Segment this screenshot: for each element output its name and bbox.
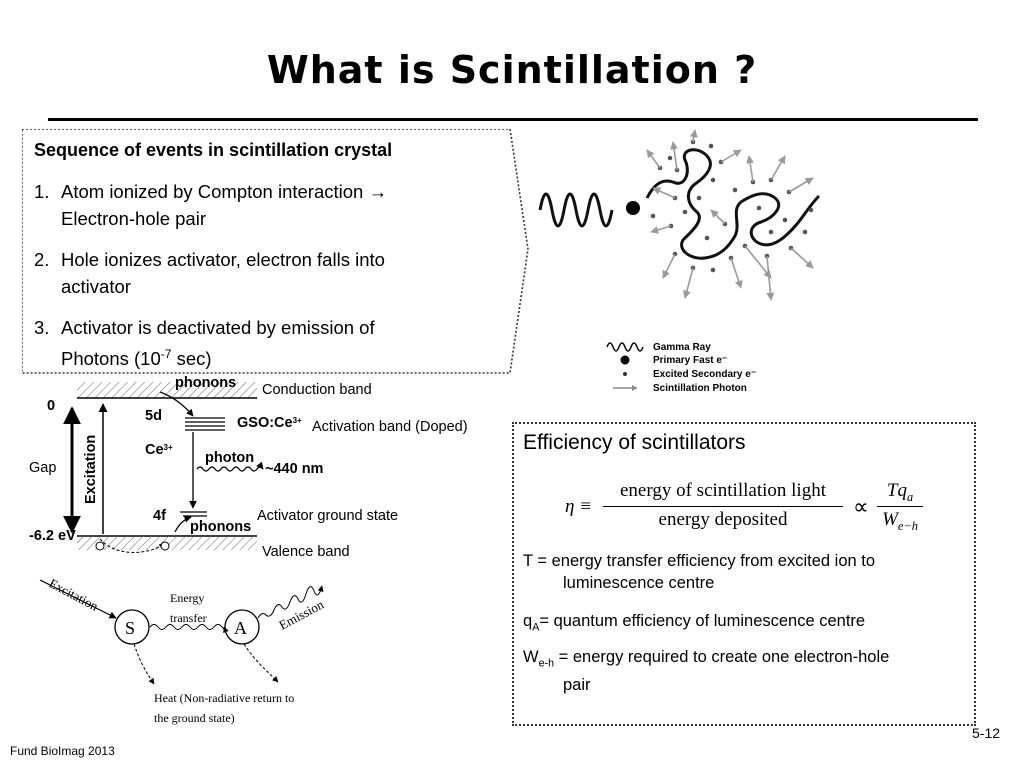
rhs-fraction-bar	[877, 506, 923, 507]
energy-label: Energy	[170, 591, 204, 605]
gamma-ray-icon	[606, 342, 644, 352]
item-line: activator	[61, 276, 131, 297]
item-number: 1.	[34, 181, 50, 202]
energy-transfer-arrow	[149, 624, 229, 634]
primary-electron	[626, 201, 640, 215]
emission-arrow	[257, 585, 324, 619]
page-number: 5-12	[972, 725, 1001, 741]
title-rule	[48, 118, 978, 121]
secondary-electron-icon	[623, 372, 627, 376]
item-line: Hole ionizes activator, electron falls i…	[61, 249, 385, 270]
valence-band-label: Valence band	[262, 544, 350, 560]
gap-label: Gap	[29, 460, 56, 476]
conduction-band-region	[77, 382, 257, 398]
energy-transfer-diagram: Excitation Energy transfer S A Emission …	[39, 575, 327, 725]
energy-level-diagram: phonons 0 5d GSO:Ce3+ Ce3+ photon ~440 n…	[29, 375, 468, 560]
5d-label: 5d	[145, 408, 162, 424]
scintillation-illustration	[538, 129, 821, 301]
gamma-ray-wave	[538, 192, 614, 228]
formula-denominator: energy deposited	[658, 509, 788, 530]
primary-electron-icon	[620, 355, 630, 365]
legend-gamma-ray: Gamma Ray	[653, 342, 711, 353]
heat-label-line2: the ground state)	[154, 711, 235, 725]
sequence-item-3: 3. Activator is deactivated by emission …	[34, 314, 504, 372]
gso-label: GSO:Ce3+	[237, 415, 302, 431]
item-number: 2.	[34, 249, 50, 270]
4f-levels	[180, 511, 207, 517]
legend-secondary-electron: Excited Secondary e⁻	[653, 369, 756, 380]
efficiency-def-w: We-h = energy required to create one ele…	[523, 648, 890, 695]
activation-band-label: Activation band (Doped)	[312, 419, 468, 435]
phonon-arrow-bottom	[174, 515, 192, 533]
activator-label: A	[234, 618, 247, 638]
sequence-item-1: 1. Atom ionized by Compton interaction →…	[34, 178, 504, 232]
ce-label: Ce3+	[145, 442, 173, 458]
item-number: 3.	[34, 317, 50, 338]
4f-label: 4f	[153, 508, 166, 524]
phonon-arrow-top	[159, 391, 194, 417]
activator-ground-label: Activator ground state	[257, 508, 398, 524]
wavelength-label: ~440 nm	[265, 461, 323, 477]
efficiency-def-t: T = energy transfer efficiency from exci…	[523, 552, 876, 592]
electron-track	[645, 148, 821, 260]
item-line: Activator is deactivated by emission of	[61, 317, 375, 338]
phonons-bottom-label: phonons	[190, 519, 251, 535]
rhs-numerator: Tqa	[886, 480, 914, 504]
page-title: What is Scintillation ?	[266, 48, 758, 92]
footer-text: Fund BioImag 2013	[10, 744, 115, 758]
sensitizer-label: S	[125, 618, 135, 638]
efficiency-box	[512, 422, 976, 726]
item-line: Photons (10-7 sec)	[61, 347, 212, 370]
fraction-bar	[603, 506, 843, 507]
rhs-denominator: We−h	[882, 509, 918, 533]
efficiency-def-q: qA= quantum efficiency of luminescence c…	[523, 612, 866, 634]
excitation-label: Excitation	[47, 575, 102, 614]
hole-circle-left	[95, 541, 105, 551]
heat-arrow-s	[133, 643, 155, 685]
legend-scintillation-photon: Scintillation Photon	[653, 383, 747, 394]
heat-arrow-a	[243, 643, 279, 683]
photon-arrow	[196, 461, 264, 472]
photon-label: photon	[205, 450, 254, 466]
scintillation-legend: Gamma Ray Primary Fast e⁻ Excited Second…	[606, 342, 756, 394]
efficiency-heading: Efficiency of scintillators	[523, 431, 746, 454]
level-zero-label: 0	[47, 398, 55, 414]
sensitizer-circle	[114, 609, 150, 645]
excitation-line	[39, 579, 117, 619]
phonons-top-label: phonons	[175, 375, 236, 391]
sequence-item-2: 2. Hole ionizes activator, electron fall…	[34, 246, 504, 300]
conduction-band-label: Conduction band	[262, 382, 372, 398]
excitation-label: Excitation	[83, 435, 99, 504]
hole-transfer-path	[99, 538, 166, 553]
5d-levels	[185, 417, 225, 431]
level-low-label: -6.2 eV	[29, 528, 76, 544]
eta-symbol: η ≡	[565, 496, 592, 517]
transfer-label: transfer	[170, 611, 207, 625]
item-line: Atom ionized by Compton interaction →	[61, 181, 387, 202]
sequence-heading: Sequence of events in scintillation crys…	[34, 140, 393, 160]
proportional-symbol: ∝	[853, 494, 869, 519]
legend-primary-electron: Primary Fast e⁻	[653, 355, 727, 366]
item-line: Electron-hole pair	[61, 208, 206, 229]
hole-circle-right	[160, 541, 170, 551]
heat-label-line1: Heat (Non-radiative return to	[154, 691, 294, 705]
scintillation-photons	[646, 129, 814, 301]
formula-numerator: energy of scintillation light	[620, 480, 826, 501]
